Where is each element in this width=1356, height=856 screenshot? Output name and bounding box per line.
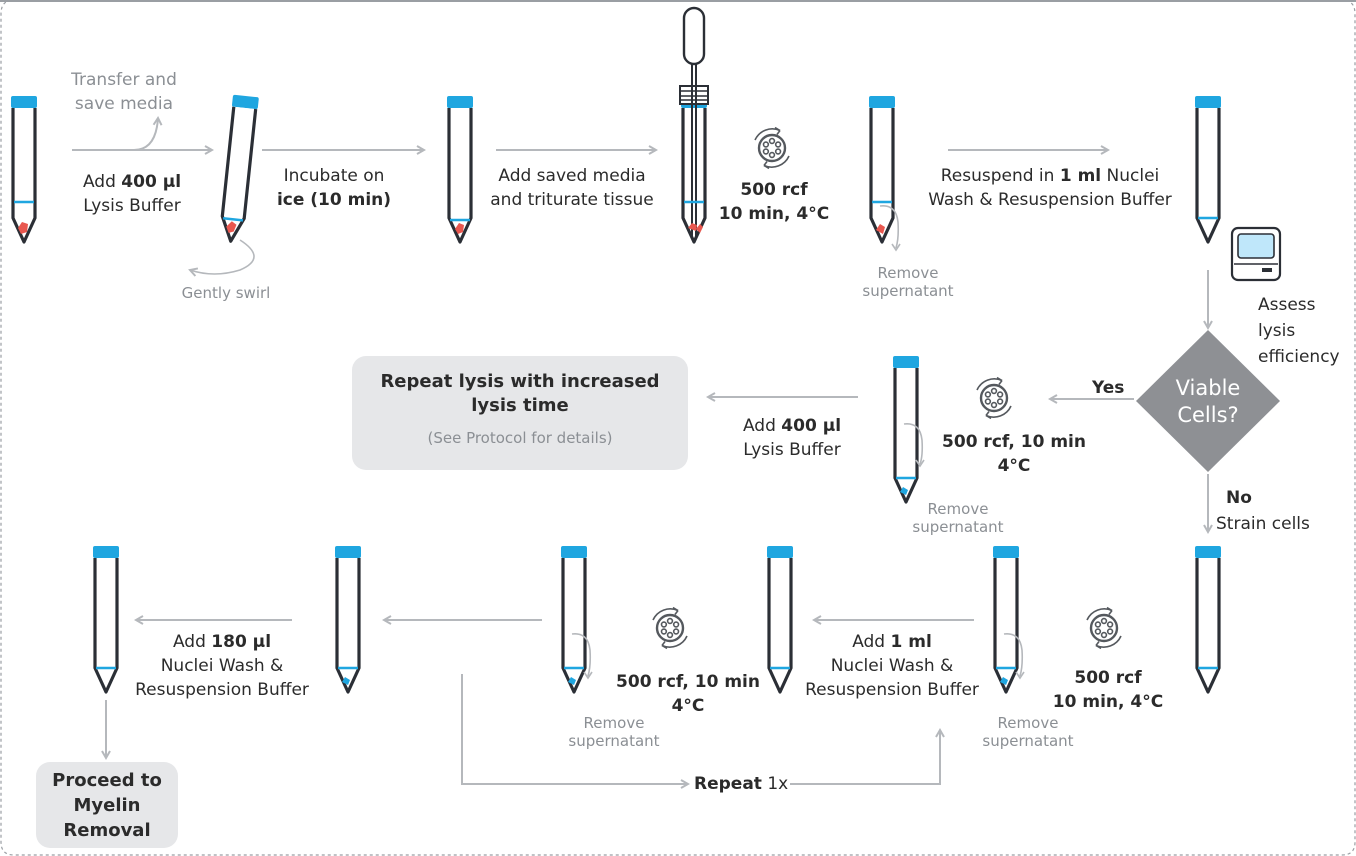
cell-counter-icon: [1230, 226, 1282, 282]
centrifuge-icon: [753, 126, 791, 170]
strain-label: Strain cells: [1216, 514, 1310, 534]
tube-icon: [1193, 544, 1223, 694]
repeat-lysis-text: Repeat lysis with increased lysis time (…: [380, 371, 660, 447]
tube-icon: [1193, 94, 1223, 244]
tube-icon: [765, 544, 795, 694]
centrifuge-icon: [651, 606, 689, 650]
decision-diamond: [1136, 330, 1280, 472]
step-add-lysis-label: Add 400 µl Lysis Buffer: [82, 172, 182, 216]
repeat-label: Repeat 1x: [694, 774, 789, 794]
step-resuspend-label: Resuspend in 1 ml Nuclei Wash & Resuspen…: [928, 166, 1172, 210]
step-incubate-label: Incubate on ice (10 min): [276, 166, 392, 210]
tube-icon: [991, 544, 1025, 694]
no-label: No: [1226, 488, 1252, 508]
tube-icon: [216, 93, 261, 245]
tube-icon: [445, 94, 475, 244]
step-add-lysis-2-label: Add 400 µl Lysis Buffer: [742, 416, 842, 460]
centrifuge-icon: [1085, 606, 1123, 650]
yes-label: Yes: [1092, 378, 1125, 398]
tube-icon: [867, 94, 901, 252]
tube-icon: [559, 544, 593, 694]
tube-icon: [9, 94, 39, 244]
tube-icon: [333, 544, 363, 694]
proceed-box: [36, 762, 178, 848]
repeat-lysis-box: [352, 356, 688, 470]
tube-icon: [679, 66, 709, 244]
step-add-wash-180-label: Add 180 µl Nuclei Wash & Resuspension Bu…: [135, 632, 309, 700]
tube-icon: [891, 354, 925, 504]
swirl-label: Gently swirl: [181, 284, 271, 302]
step-add-wash-1ml-label: Add 1 ml Nuclei Wash & Resuspension Buff…: [805, 632, 979, 700]
proceed-text: Proceed to Myelin Removal: [52, 770, 162, 841]
tube-icon: [91, 544, 121, 694]
centrifuge-icon: [975, 376, 1013, 420]
